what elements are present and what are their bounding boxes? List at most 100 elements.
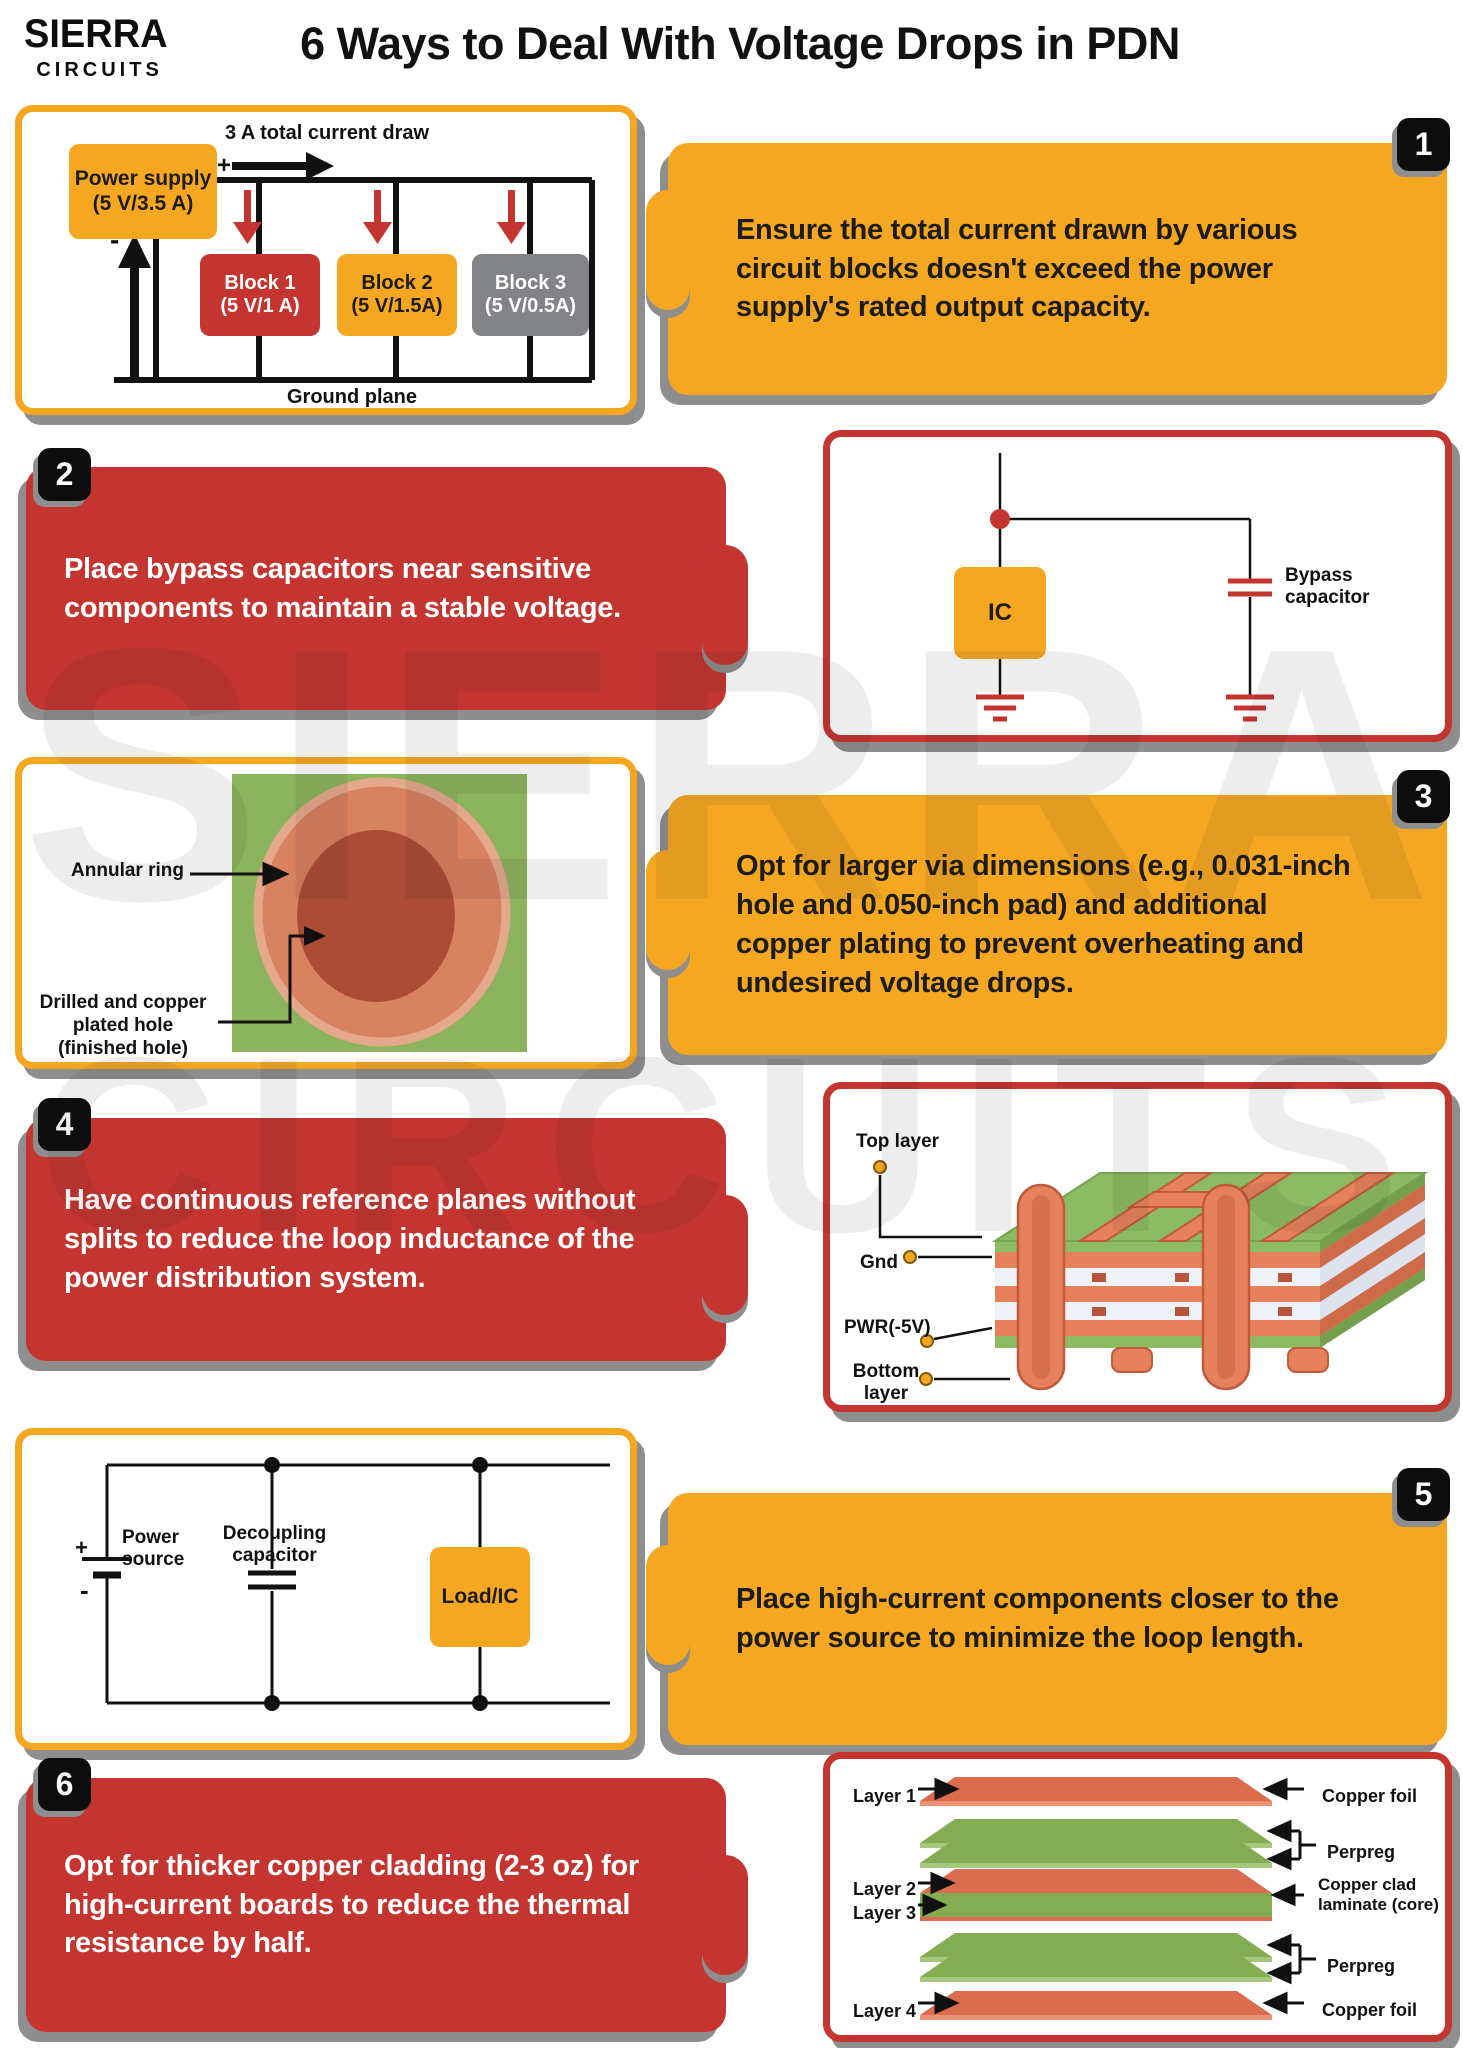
via-pad-drawing bbox=[190, 774, 527, 1052]
step-4-badge: 4 bbox=[38, 1098, 91, 1151]
via-barrels bbox=[1016, 1183, 1329, 1391]
annular-ring-pointer bbox=[190, 861, 290, 887]
step-2-badge: 2 bbox=[38, 448, 91, 501]
logo-word-sierra: SIERRA bbox=[24, 12, 168, 56]
return-current-arrow-icon bbox=[118, 234, 151, 380]
connector-tab-3 bbox=[646, 850, 690, 970]
section-1-diagram-panel: Power supply (5 V/3.5 A) + - 3 A total c… bbox=[15, 105, 637, 415]
annular-ring-label: Annular ring bbox=[71, 860, 184, 881]
minus-sign: - bbox=[80, 1575, 89, 1605]
section-5-text-panel: Place high-current components closer to … bbox=[668, 1493, 1447, 1745]
step-1-text: Ensure the total current drawn by variou… bbox=[736, 213, 1298, 324]
block-1-name: Block 1 bbox=[224, 272, 296, 294]
step-6-badge: 6 bbox=[38, 1758, 91, 1811]
step-5-badge: 5 bbox=[1397, 1468, 1450, 1521]
connector-tab-2 bbox=[702, 545, 748, 665]
block-1-rating: (5 V/1 A) bbox=[220, 295, 300, 317]
drilled-hole-pointer bbox=[218, 926, 326, 1024]
minus-sign: - bbox=[110, 224, 120, 255]
layer-2-label: Layer 2 bbox=[852, 1879, 916, 1899]
load-ic-label: Load/IC bbox=[441, 1585, 519, 1608]
layer-stackup-drawing bbox=[918, 1777, 1316, 2020]
block-3-rating: (5 V/0.5A) bbox=[484, 295, 577, 317]
layer-3-label: Layer 3 bbox=[852, 1903, 916, 1923]
load-ic-box: Load/IC bbox=[430, 1547, 530, 1647]
section-2-diagram-panel: IC Bypass capacitor bbox=[823, 430, 1452, 742]
section-2-text-panel: Place bypass capacitors near sensitive c… bbox=[26, 467, 726, 710]
bottom-layer-label: Bottom layer bbox=[852, 1361, 920, 1404]
core-label: Copper clad laminate (core) bbox=[1318, 1875, 1439, 1914]
plus-sign: + bbox=[75, 1535, 88, 1560]
page-title: 6 Ways to Deal With Voltage Drops in PDN bbox=[300, 18, 1180, 69]
layer-pointer-arrows bbox=[918, 1777, 960, 2015]
connector-tab-1 bbox=[646, 190, 690, 310]
inner-pads bbox=[1092, 1273, 1292, 1316]
prepreg-bottom-label: Perpreg bbox=[1327, 1956, 1396, 1976]
step-3-badge: 3 bbox=[1397, 770, 1450, 823]
step-1-badge: 1 bbox=[1397, 118, 1450, 171]
bypass-capacitor-label: Bypass capacitor bbox=[1285, 565, 1370, 608]
pwr-label: PWR(-5V) bbox=[844, 1317, 931, 1338]
step-3-text: Opt for larger via dimensions (e.g., 0.0… bbox=[736, 850, 1351, 999]
ic-label: IC bbox=[988, 599, 1012, 626]
connector-tab-6 bbox=[702, 1855, 748, 1975]
step-5-text: Place high-current components closer to … bbox=[736, 1583, 1339, 1654]
bypass-capacitor-symbol bbox=[1228, 578, 1272, 597]
block-2-box: Block 2 (5 V/1.5A) bbox=[337, 254, 457, 336]
prepreg-bottom-slabs bbox=[920, 1933, 1272, 1982]
block-3-name: Block 3 bbox=[494, 272, 567, 294]
logo-word-circuits: CIRCUITS bbox=[36, 59, 163, 81]
copper-foil-bottom-slab bbox=[920, 1991, 1272, 2020]
layer-1-label: Layer 1 bbox=[852, 1786, 916, 1806]
step-4-text: Have continuous reference planes without… bbox=[64, 1184, 636, 1294]
pcb-3d-stackup-drawing bbox=[873, 1160, 1429, 1391]
power-supply-name: Power supply bbox=[74, 167, 212, 191]
section-4-diagram-panel: Top layer Gnd PWR(-5V) Bottom layer bbox=[823, 1082, 1452, 1412]
board-side-face bbox=[1320, 1173, 1425, 1348]
power-supply-rating: (5 V/3.5 A) bbox=[92, 191, 194, 215]
ground-symbol-left bbox=[976, 694, 1024, 722]
top-layer-label: Top layer bbox=[856, 1131, 940, 1152]
label-dots bbox=[873, 1160, 934, 1386]
block-1-box: Block 1 (5 V/1 A) bbox=[200, 254, 320, 336]
battery-symbol bbox=[82, 1557, 132, 1579]
step-6-text: Opt for thicker copper cladding (2-3 oz)… bbox=[64, 1849, 639, 1960]
copper-foil-top-slab bbox=[920, 1777, 1272, 1806]
power-source-label: Power source bbox=[122, 1527, 185, 1570]
ic-box: IC bbox=[954, 567, 1046, 659]
wires bbox=[105, 1463, 610, 1705]
label-pointers bbox=[878, 1175, 1010, 1381]
section-3-text-panel: Opt for larger via dimensions (e.g., 0.0… bbox=[668, 795, 1447, 1055]
ground-symbol-right bbox=[1226, 694, 1274, 722]
decoupling-capacitor-label: Decoupling capacitor bbox=[222, 1523, 327, 1566]
total-current-label: 3 A total current draw bbox=[224, 122, 430, 144]
block-2-name: Block 2 bbox=[361, 272, 433, 294]
prepreg-top-label: Perpreg bbox=[1327, 1842, 1396, 1862]
junction-dots bbox=[264, 1457, 488, 1711]
connector-tab-5 bbox=[646, 1545, 690, 1665]
prepreg-top-slabs bbox=[920, 1819, 1272, 1868]
gnd-label: Gnd bbox=[860, 1252, 898, 1273]
layer-4-label: Layer 4 bbox=[852, 2001, 916, 2021]
branch-current-arrow-icons bbox=[233, 190, 526, 244]
drilled-hole-label: Drilled and copper plated hole (finished… bbox=[39, 992, 207, 1059]
section-3-diagram-panel: Annular ring Drilled and copper plated h… bbox=[15, 757, 637, 1069]
junction-dot bbox=[990, 509, 1010, 529]
plus-sign: + bbox=[217, 152, 232, 179]
core-slab bbox=[920, 1869, 1272, 1921]
wires bbox=[998, 453, 1252, 695]
current-direction-arrow-icon bbox=[232, 152, 334, 180]
ground-plane-label: Ground plane bbox=[287, 386, 417, 408]
section-1-text-panel: Ensure the total current drawn by variou… bbox=[668, 143, 1447, 395]
drilled-hole-graphic bbox=[297, 830, 455, 1002]
sierra-circuits-logo: SIERRA CIRCUITS bbox=[24, 12, 175, 82]
section-5-diagram-panel: + - Power source Decoupling capacitor Lo… bbox=[15, 1428, 637, 1750]
block-3-box: Block 3 (5 V/0.5A) bbox=[472, 254, 589, 336]
connector-tab-4 bbox=[702, 1195, 748, 1315]
copper-foil-bottom-label: Copper foil bbox=[1322, 2000, 1417, 2020]
power-supply-box: Power supply (5 V/3.5 A) bbox=[69, 144, 217, 239]
section-6-text-panel: Opt for thicker copper cladding (2-3 oz)… bbox=[26, 1778, 726, 2032]
material-pointer-arrows bbox=[1262, 1777, 1316, 2015]
section-6-diagram-panel: Layer 1 Layer 2 Layer 3 Layer 4 Copper f… bbox=[823, 1752, 1452, 2042]
